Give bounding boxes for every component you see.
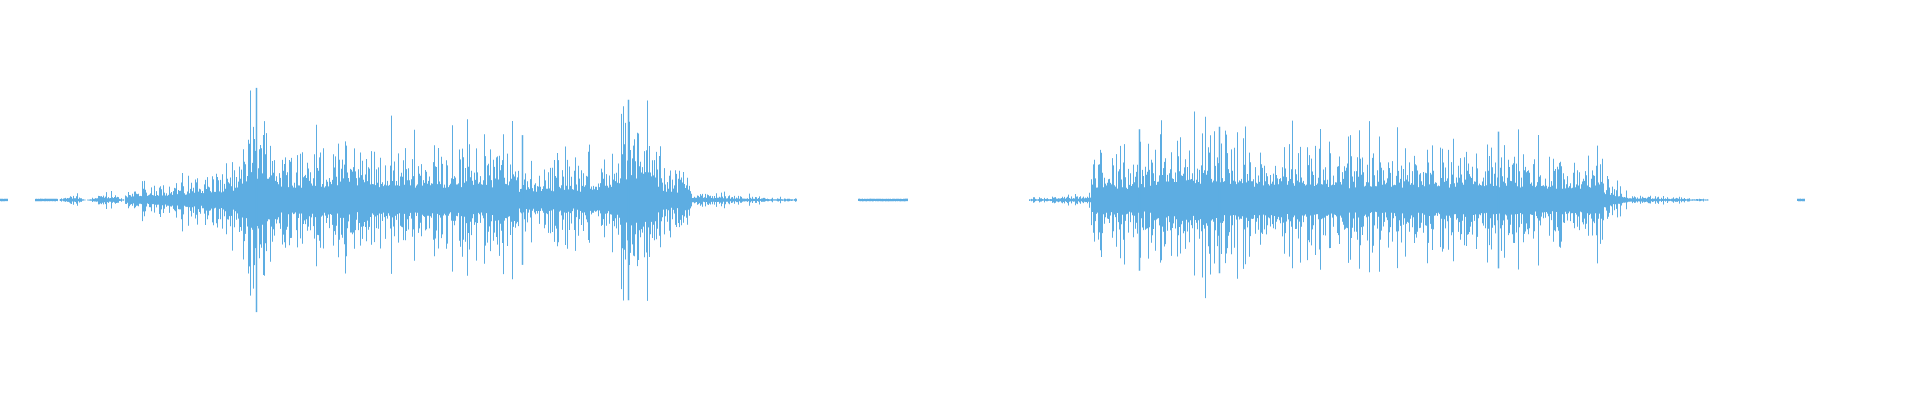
- waveform-amplitude-bars: [0, 90, 1805, 301]
- waveform-bars: [0, 87, 1805, 313]
